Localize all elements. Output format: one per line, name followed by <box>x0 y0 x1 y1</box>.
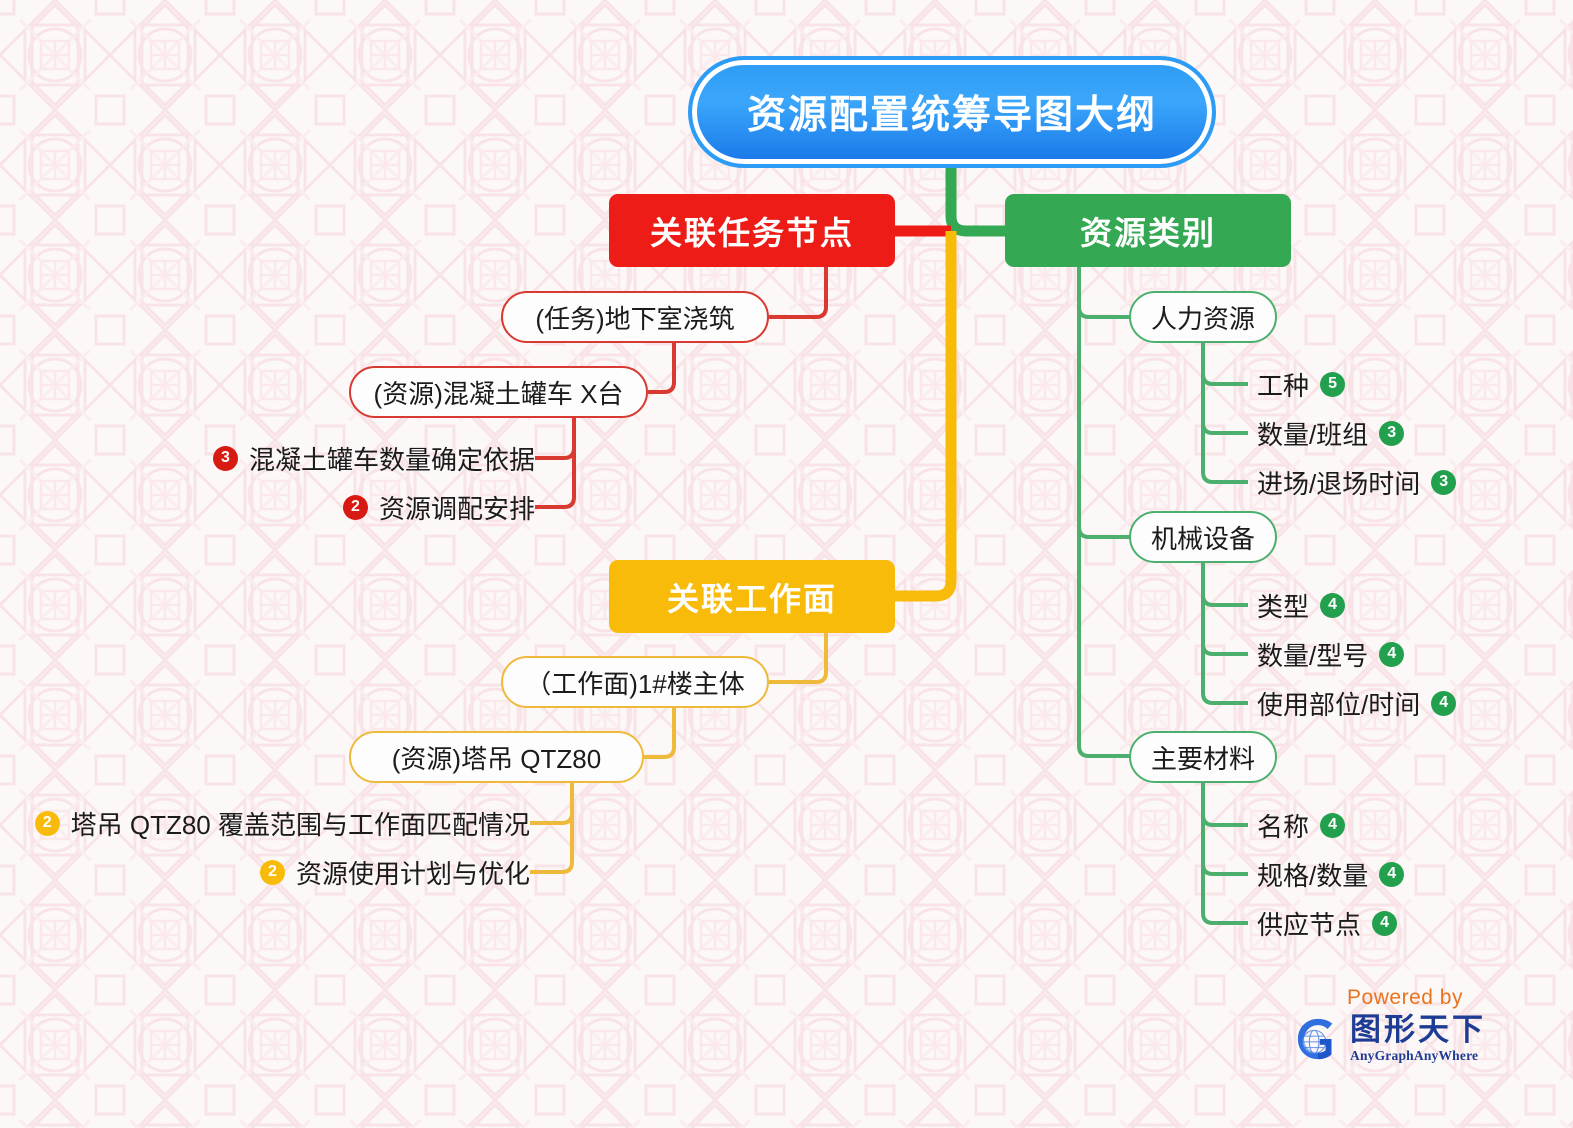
wire-n2-to-leaf2 <box>535 448 576 509</box>
resource-equipment-leaf-2-badge: 4 <box>1379 641 1405 667</box>
resource-group-human-label: 人力资源 <box>1150 303 1255 334</box>
resource-human-leaf-3[interactable]: 进场/退场时间 3 <box>1257 464 1457 500</box>
workface-leaf-2-label: 资源使用计划与优化 <box>295 858 530 889</box>
resource-group-equipment-label: 机械设备 <box>1150 523 1255 554</box>
task-node-basement-pour-label: (任务)地下室浇筑 <box>535 303 735 334</box>
task-leaf-1-badge: 3 <box>212 445 238 471</box>
branch-workface-label: 关联工作面 <box>666 580 837 617</box>
task-leaf-1-label: 混凝土罐车数量确定依据 <box>248 444 535 475</box>
task-leaf-2-label: 资源调配安排 <box>378 493 535 524</box>
wire-mat-child1 <box>1201 814 1248 827</box>
wire-face-to-n1 <box>769 633 828 684</box>
resource-material-leaf-1[interactable]: 名称 4 <box>1257 807 1346 843</box>
workface-node-tower-crane-label: (资源)塔吊 QTZ80 <box>391 743 602 774</box>
workface-node-building-1[interactable]: （工作面)1#楼主体 <box>501 656 769 708</box>
wire-eq-children-trunk <box>1201 563 1248 705</box>
task-leaf-1[interactable]: 3 混凝土罐车数量确定依据 <box>205 440 535 476</box>
wire-hr-child2 <box>1201 422 1248 435</box>
task-leaf-2[interactable]: 2 资源调配安排 <box>205 489 535 525</box>
resource-human-leaf-1-label: 工种 <box>1257 370 1310 401</box>
workface-leaf-2[interactable]: 2 资源使用计划与优化 <box>40 854 530 890</box>
resource-human-leaf-2-label: 数量/班组 <box>1257 419 1369 450</box>
workface-node-tower-crane[interactable]: (资源)塔吊 QTZ80 <box>349 731 644 783</box>
workface-leaf-2-badge: 2 <box>259 859 285 885</box>
wire-resource-to-eq <box>1077 526 1129 539</box>
footer-logo: Powered by 图形天下 AnyGraphAnyWhere <box>1295 986 1515 1064</box>
task-leaf-2-badge: 2 <box>342 494 368 520</box>
workface-leaf-1[interactable]: 2 塔吊 QTZ80 覆盖范围与工作面匹配情况 <box>34 805 530 841</box>
wire-hr-child1 <box>1201 373 1248 386</box>
branch-workface-node[interactable]: 关联工作面 <box>609 560 895 633</box>
resource-equipment-leaf-3-badge: 4 <box>1431 690 1457 716</box>
root-node[interactable]: 资源配置统筹导图大纲 <box>688 56 1216 168</box>
powered-by-label: Powered by <box>1347 986 1463 1009</box>
task-node-basement-pour[interactable]: (任务)地下室浇筑 <box>501 291 769 343</box>
workface-leaf-1-label: 塔吊 QTZ80 覆盖范围与工作面匹配情况 <box>70 809 530 840</box>
resource-material-leaf-1-label: 名称 <box>1257 811 1310 842</box>
resource-equipment-leaf-1-badge: 4 <box>1320 592 1346 618</box>
resource-human-leaf-1[interactable]: 工种 5 <box>1257 366 1346 402</box>
task-node-mixer-trucks[interactable]: (资源)混凝土罐车 X台 <box>349 366 648 418</box>
wire-n1-to-n2 <box>648 343 676 394</box>
resource-equipment-leaf-2[interactable]: 数量/型号 4 <box>1257 636 1405 672</box>
resource-material-leaf-3-label: 供应节点 <box>1257 909 1362 940</box>
resource-equipment-leaf-3[interactable]: 使用部位/时间 4 <box>1257 685 1457 721</box>
resource-equipment-leaf-2-label: 数量/型号 <box>1257 640 1369 671</box>
resource-equipment-leaf-1[interactable]: 类型 4 <box>1257 587 1346 623</box>
globe-g-icon <box>1297 1018 1333 1060</box>
resource-material-leaf-1-badge: 4 <box>1320 812 1346 838</box>
wire-root-to-resource <box>945 168 1005 237</box>
root-title: 资源配置统筹导图大纲 <box>746 94 1157 137</box>
resource-group-material[interactable]: 主要材料 <box>1129 731 1277 783</box>
workface-leaf-1-badge: 2 <box>34 810 60 836</box>
wire-root-to-face <box>895 231 957 602</box>
resource-material-leaf-3[interactable]: 供应节点 4 <box>1257 905 1398 941</box>
wire-eq-child2 <box>1201 643 1248 656</box>
branch-task-label: 关联任务节点 <box>649 214 854 251</box>
wire-hr-children-trunk <box>1201 343 1248 484</box>
resource-group-material-label: 主要材料 <box>1150 743 1255 774</box>
task-node-mixer-trucks-label: (资源)混凝土罐车 X台 <box>373 378 624 409</box>
resource-material-leaf-3-badge: 4 <box>1372 910 1398 936</box>
wire-n2-to-leaves <box>535 418 576 460</box>
resource-group-equipment[interactable]: 机械设备 <box>1129 511 1277 563</box>
resource-human-leaf-2[interactable]: 数量/班组 3 <box>1257 415 1405 451</box>
workface-node-building-1-label: （工作面)1#楼主体 <box>525 668 745 699</box>
wire-task-to-n1 <box>769 267 828 319</box>
resource-equipment-leaf-3-label: 使用部位/时间 <box>1257 689 1421 720</box>
brand-name-cn: 图形天下 <box>1350 1012 1486 1047</box>
resource-material-leaf-2-badge: 4 <box>1379 861 1405 887</box>
resource-human-leaf-2-badge: 3 <box>1379 420 1405 446</box>
branch-resource-node[interactable]: 资源类别 <box>1005 194 1291 267</box>
resource-human-leaf-3-badge: 3 <box>1431 469 1457 495</box>
wire-resource-to-hr <box>1077 306 1129 319</box>
resource-human-leaf-1-badge: 5 <box>1320 371 1346 397</box>
branch-resource-label: 资源类别 <box>1079 214 1216 251</box>
brand-name-en: AnyGraphAnyWhere <box>1350 1048 1479 1063</box>
resource-human-leaf-3-label: 进场/退场时间 <box>1257 468 1421 499</box>
wire-mat-children-trunk <box>1201 783 1248 925</box>
wire-n1-to-n2-y <box>644 708 676 759</box>
wire-n2-to-leaves-y <box>530 783 574 825</box>
resource-group-human[interactable]: 人力资源 <box>1129 291 1277 343</box>
branch-task-node[interactable]: 关联任务节点 <box>609 194 895 267</box>
resource-equipment-leaf-1-label: 类型 <box>1257 591 1310 622</box>
wire-mat-child2 <box>1201 863 1248 876</box>
wire-resource-trunk <box>1077 267 1129 758</box>
resource-material-leaf-2[interactable]: 规格/数量 4 <box>1257 856 1405 892</box>
wire-eq-child1 <box>1201 594 1248 607</box>
resource-material-leaf-2-label: 规格/数量 <box>1257 860 1369 891</box>
wire-n2-to-leaf2-y <box>530 813 574 874</box>
